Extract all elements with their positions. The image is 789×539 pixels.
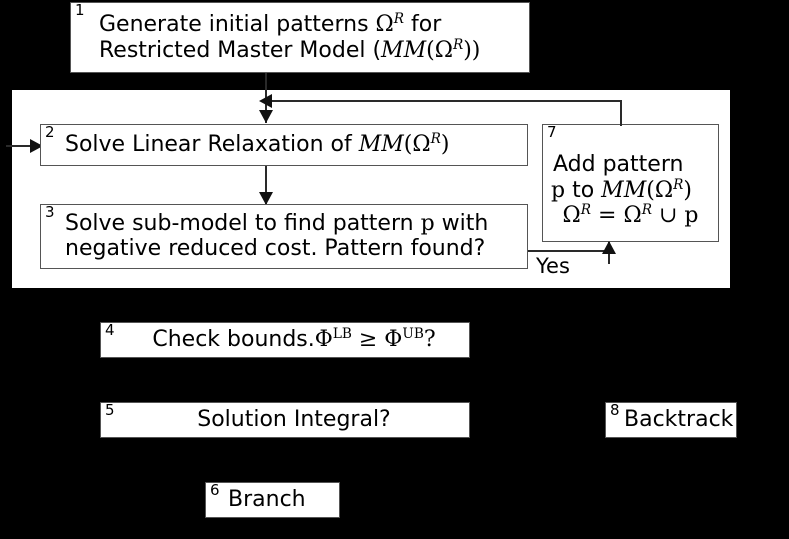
node-4-question: ? xyxy=(423,327,436,353)
node-4-phi-ub: Φ xyxy=(384,327,403,353)
node-1-text-b: for xyxy=(404,11,442,37)
node-3-text-a: Solve sub-model to find pattern xyxy=(65,210,421,236)
node-3-solve-sub-model[interactable]: 3 Solve sub-model to find pattern p with… xyxy=(40,204,528,269)
node-6-text: Branch xyxy=(228,486,306,512)
node-4-phi-lb-sup: LB xyxy=(332,326,352,343)
node-7-omega-sup: R xyxy=(673,176,684,193)
node-7-union: ∪ xyxy=(651,203,685,229)
node-7-p: p xyxy=(551,177,566,203)
node-4-check-bounds[interactable]: 4 Check bounds.ΦLB ≥ ΦUB? xyxy=(100,322,470,358)
node-7-omega1: Ω xyxy=(562,203,581,229)
edge-yes-label: Yes xyxy=(536,254,570,278)
node-1-line-1: Generate initial patterns ΩR for xyxy=(85,10,521,38)
edge-node7-feedback-arrowhead xyxy=(259,94,272,108)
node-7-line-2: p to MM(ΩR) xyxy=(549,176,712,204)
node-7-paren-open: ( xyxy=(646,177,655,203)
node-7-omega2-sup: R xyxy=(641,202,652,219)
node-2-text: Solve Linear Relaxation of MM(ΩR) xyxy=(49,132,527,158)
node-7-p-2: p xyxy=(684,203,699,229)
node-5-number: 5 xyxy=(105,401,115,419)
node-8-backtrack[interactable]: 8 Backtrack xyxy=(605,402,737,438)
node-7-line-3: ΩR = ΩR ∪ p xyxy=(549,203,712,229)
edge-external-into-node2-line xyxy=(6,145,40,147)
edge-node1-to-node2-arrowhead xyxy=(259,110,273,123)
node-1-paren-open: ( xyxy=(426,37,435,63)
node-3-number: 3 xyxy=(45,203,55,221)
node-5-solution-integral[interactable]: 5 Solution Integral? xyxy=(100,402,470,438)
node-1-paren-close: )) xyxy=(463,37,481,63)
node-1-line-2: Restricted Master Model (MM(ΩR)) xyxy=(85,36,521,64)
node-1-omega: Ω xyxy=(375,11,394,37)
node-2-omega-sup: R xyxy=(430,131,441,148)
node-4-phi-lb: Φ xyxy=(314,327,333,353)
node-3-text-b: with xyxy=(434,210,489,236)
node-1-mm: MM xyxy=(381,37,427,63)
node-8-text: Backtrack xyxy=(624,406,734,432)
node-1-generate-initial-patterns[interactable]: 1 Generate initial patterns ΩR for Restr… xyxy=(70,2,530,73)
node-7-to: to xyxy=(565,177,602,203)
node-4-number: 4 xyxy=(105,321,115,339)
node-4-relation: ≥ xyxy=(351,327,385,353)
node-2-paren-open: ( xyxy=(403,132,413,158)
node-4-text: Check bounds.ΦLB ≥ ΦUB? xyxy=(101,327,469,353)
node-1-line2-omega-sup: R xyxy=(452,36,464,53)
node-2-paren-close: ) xyxy=(440,132,450,158)
node-2-solve-linear-relaxation[interactable]: 2 Solve Linear Relaxation of MM(ΩR) xyxy=(40,124,528,166)
node-7-omega: Ω xyxy=(654,177,674,203)
edge-external-into-node2-arrowhead xyxy=(30,139,43,153)
node-7-add-pattern[interactable]: 7 Add pattern p to MM(ΩR) ΩR = ΩR ∪ p xyxy=(542,124,719,242)
edge-yes-arrowhead xyxy=(602,241,616,254)
node-2-number: 2 xyxy=(45,123,55,141)
node-7-omega2: Ω xyxy=(623,203,642,229)
node-1-line2-text: Restricted Master Model ( xyxy=(99,37,382,63)
node-2-text-a: Solve Linear Relaxation of xyxy=(65,132,359,158)
edge-node2-to-node3-arrowhead xyxy=(259,192,273,205)
edge-node7-feedback-vertical xyxy=(620,100,622,126)
node-6-number: 6 xyxy=(210,481,220,499)
node-4-phi-ub-sup: UB xyxy=(402,326,424,343)
node-7-line-1: Add pattern xyxy=(553,152,684,178)
node-5-text: Solution Integral? xyxy=(197,406,391,432)
node-7-number: 7 xyxy=(547,123,557,141)
node-7-mm: MM xyxy=(601,177,647,203)
node-1-text-a: Generate initial patterns xyxy=(99,11,376,37)
node-8-number: 8 xyxy=(610,401,620,419)
node-1-number: 1 xyxy=(75,1,85,19)
node-6-branch[interactable]: 6 Branch xyxy=(205,482,340,518)
node-7-equals: = xyxy=(591,203,624,229)
node-4-label: Check bounds. xyxy=(152,327,315,353)
node-7-omega1-sup: R xyxy=(580,202,592,219)
node-2-mm: MM xyxy=(358,132,404,158)
node-1-line2-omega: Ω xyxy=(434,37,453,63)
edge-node7-feedback-horizontal xyxy=(265,100,622,102)
node-2-omega: Ω xyxy=(412,132,431,158)
edge-yes-horizontal xyxy=(528,250,610,252)
node-3-line-2: negative reduced cost. Pattern found? xyxy=(65,235,486,261)
edge-node2-to-node3-line xyxy=(265,166,267,204)
node-7-paren-close: ) xyxy=(683,177,692,203)
node-1-omega-sup: R xyxy=(393,10,405,27)
node-3-line-1: Solve sub-model to find pattern p with xyxy=(49,210,527,237)
node-3-p: p xyxy=(420,210,435,236)
